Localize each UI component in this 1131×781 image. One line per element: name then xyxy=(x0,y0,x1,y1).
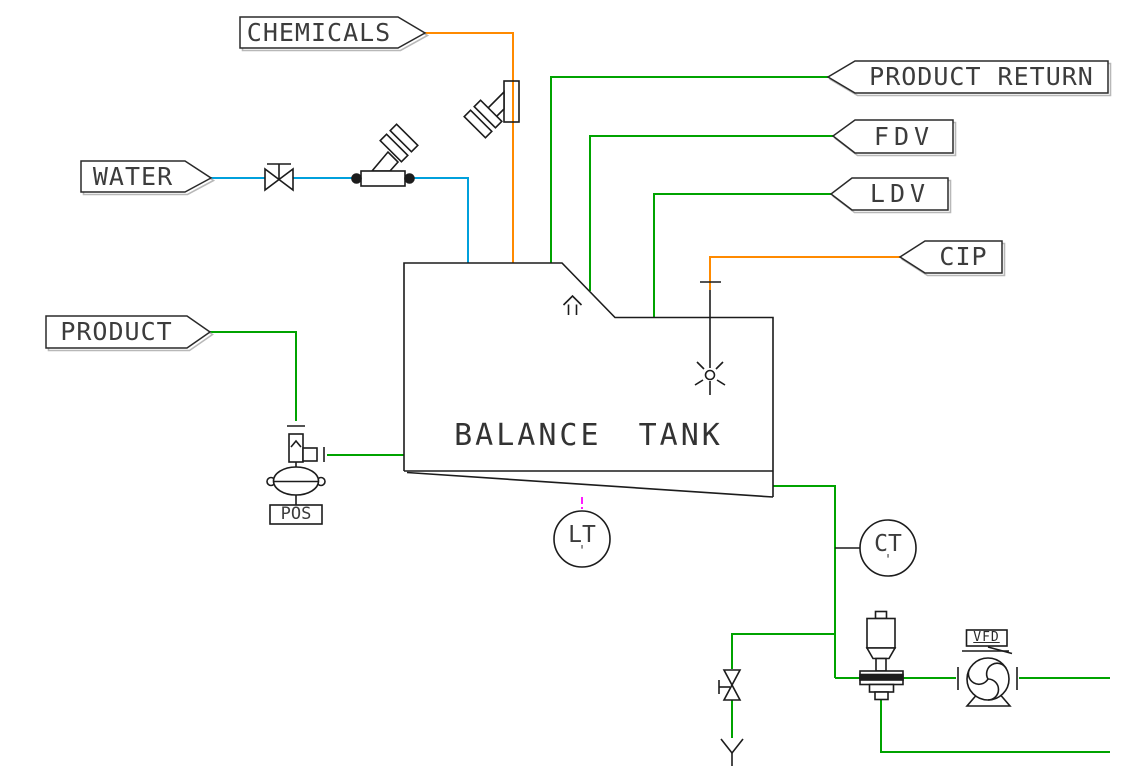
vfd-label: VFD xyxy=(973,630,1000,645)
flag-product xyxy=(45,315,212,349)
flag-chemicals-label: CHEMICALS xyxy=(246,18,392,47)
flag-fdv-label: FDV xyxy=(873,122,935,151)
drain-valve xyxy=(718,669,742,701)
cip-drop-line xyxy=(700,281,721,368)
vent-arrow-icon xyxy=(562,294,583,315)
flags xyxy=(45,16,1109,349)
lt-tag: ' xyxy=(578,544,586,559)
lt-label: LT xyxy=(568,522,596,548)
pump-blade xyxy=(967,668,989,686)
tank-title: BALANCE TANK xyxy=(454,418,723,453)
flag-cip-label: CIP xyxy=(939,242,988,271)
pump xyxy=(957,629,1018,707)
pipe-water-c xyxy=(412,177,469,263)
flag-shapes xyxy=(45,16,1112,352)
flag-fdv xyxy=(831,119,954,154)
ct-tag: ' xyxy=(884,553,892,568)
water-shutoff-valve xyxy=(264,163,294,192)
flag-product-label: PRODUCT xyxy=(60,317,173,346)
product-pos-valve xyxy=(266,425,326,525)
flag-product-return xyxy=(826,60,1109,94)
equipment-symbols xyxy=(264,80,1018,766)
pipe-cip xyxy=(709,256,900,290)
flag-chemicals xyxy=(239,16,427,49)
pipe-chemicals xyxy=(425,32,514,263)
pump-blade xyxy=(987,678,1000,701)
cyan-water-pipes xyxy=(211,177,469,263)
chemicals-valve xyxy=(463,80,520,139)
drain-outlet-icon xyxy=(720,738,744,766)
flag-water-label: WATER xyxy=(92,162,174,191)
flag-water xyxy=(80,160,213,193)
ct-instrument-label: CT ' xyxy=(860,531,916,568)
orange-chemical-pipes xyxy=(425,32,900,290)
flag-ldv xyxy=(829,177,949,211)
outlet-seat-valve xyxy=(859,610,904,701)
pipe-fdv xyxy=(589,135,833,291)
flag-ldv-label: LDV xyxy=(869,179,931,208)
pipe-drain-branch xyxy=(731,633,835,669)
pos-tag-box xyxy=(269,504,323,525)
ct-instrument-circle xyxy=(859,519,917,577)
ct-label: CT xyxy=(874,531,902,557)
pipe-valve-bottom-run xyxy=(880,699,1110,753)
flag-product-return-label: PRODUCT RETURN xyxy=(869,62,1094,91)
pipe-tank-outlet xyxy=(773,485,836,678)
spray-ball-icon xyxy=(694,361,726,395)
balance-tank-outline xyxy=(403,262,774,498)
water-seat-valve xyxy=(351,123,419,187)
vfd-arrow xyxy=(987,646,1013,655)
lt-instrument-circle xyxy=(553,510,611,568)
pos-label: POS xyxy=(280,504,312,524)
pipe-product-in xyxy=(210,331,297,421)
vfd-box xyxy=(965,629,1008,647)
lt-instrument-label: LT ' xyxy=(554,522,610,559)
pump-blade xyxy=(985,662,1007,680)
green-product-pipes xyxy=(210,76,1110,753)
pipe-ldv xyxy=(653,193,831,317)
ct-instrument xyxy=(835,519,917,577)
flag-cip xyxy=(898,240,1003,274)
pipe-product-return xyxy=(550,76,828,263)
